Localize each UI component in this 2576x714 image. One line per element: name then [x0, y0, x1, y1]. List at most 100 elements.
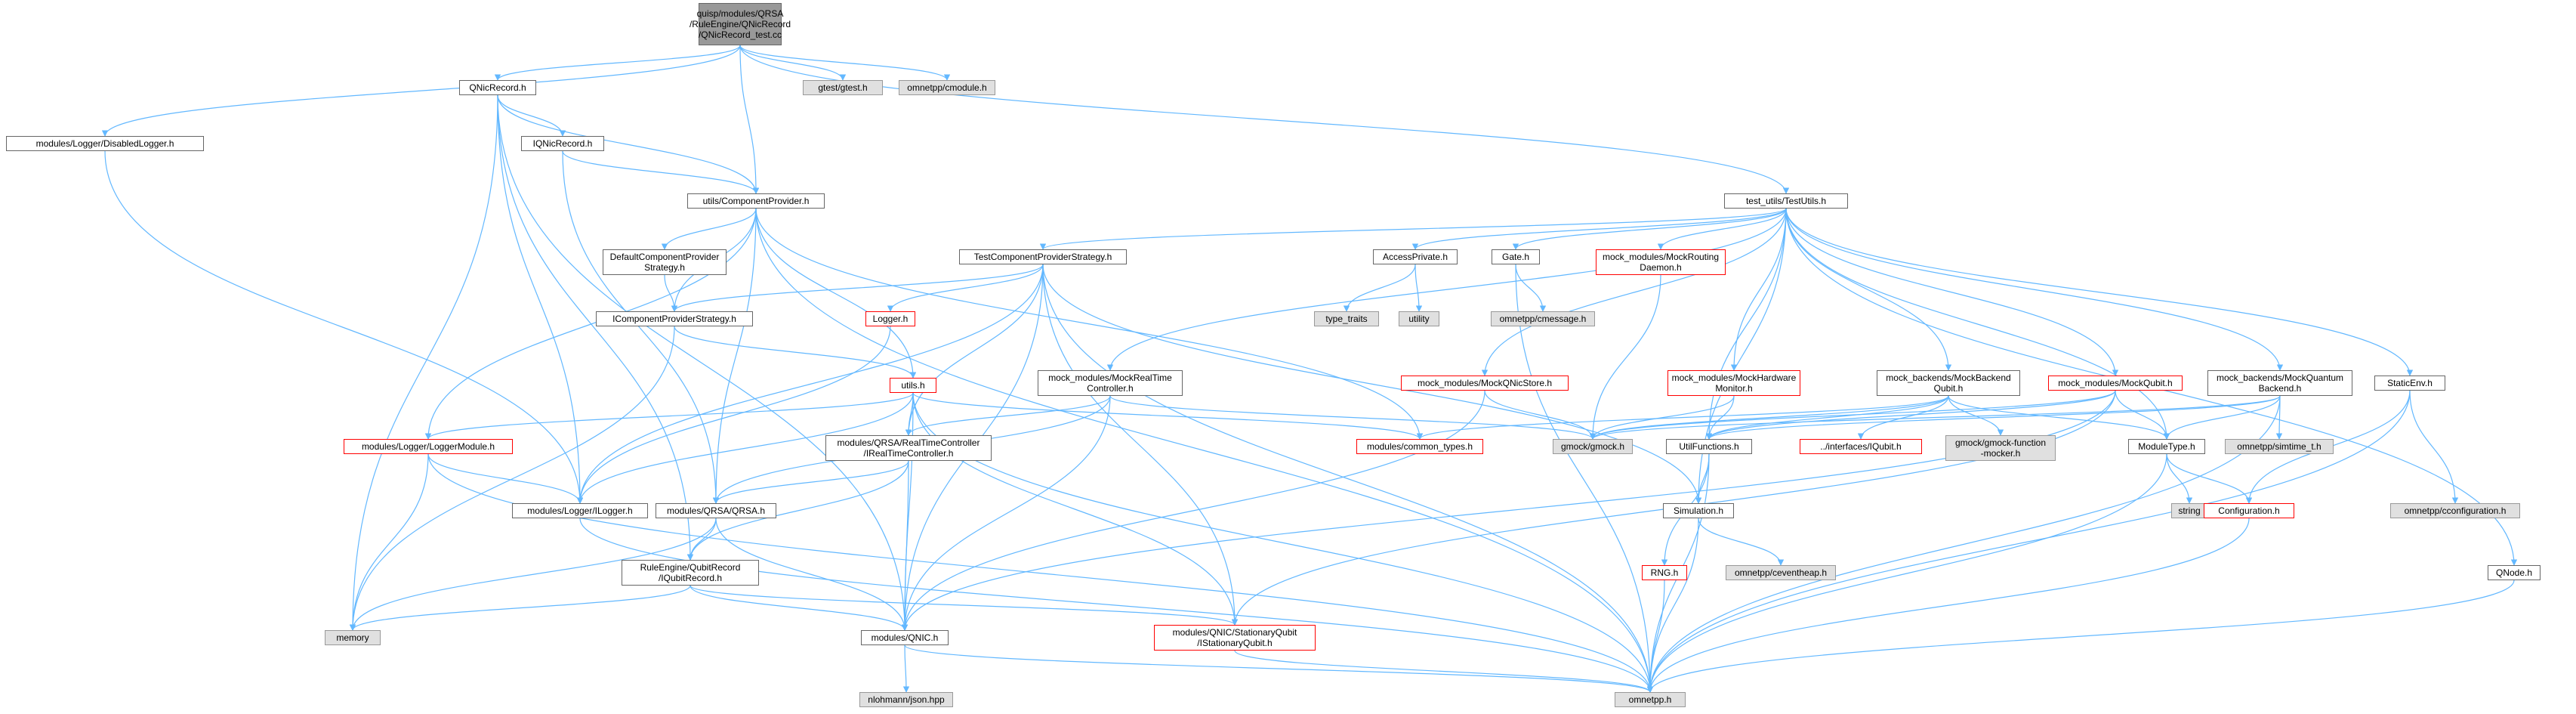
node-memory[interactable]: memory: [325, 630, 381, 645]
node-testutils[interactable]: test_utils/TestUtils.h: [1724, 193, 1848, 209]
node-qnicrecord[interactable]: QNicRecord.h: [459, 80, 536, 95]
node-mockqubit[interactable]: mock_modules/MockQubit.h: [2048, 376, 2183, 391]
node-configuration[interactable]: Configuration.h: [2204, 503, 2294, 518]
edge-irealtime-to-iqubitrecord: [686, 460, 909, 561]
edge-simulation-to-ceventheap: [1698, 518, 1785, 566]
node-irealtime[interactable]: modules/QRSA/RealTimeController /IRealTi…: [825, 435, 992, 461]
node-icpstrategy[interactable]: IComponentProviderStrategy.h: [596, 311, 753, 326]
edge-icpstrategy-to-memory: [349, 326, 675, 631]
edge-qnicrecord-to-qnic: [497, 94, 909, 631]
node-mockqnicstore[interactable]: mock_modules/MockQNicStore.h: [1401, 376, 1569, 391]
node-utility[interactable]: utility: [1399, 311, 1439, 326]
node-typetraits[interactable]: type_traits: [1314, 311, 1379, 326]
edge-loggermodule-to-omnetpp: [427, 453, 1654, 693]
node-componentprovider[interactable]: utils/ComponentProvider.h: [687, 193, 825, 209]
edge-testutils-to-staticenv: [1785, 208, 2414, 376]
node-loggermodule[interactable]: modules/Logger/LoggerModule.h: [344, 439, 513, 454]
node-ilogger[interactable]: modules/Logger/ILogger.h: [512, 503, 648, 518]
node-loggerh[interactable]: Logger.h: [865, 311, 915, 326]
node-label: Logger.h: [872, 314, 909, 324]
node-cmodule[interactable]: omnetpp/cmodule.h: [899, 80, 995, 95]
node-mockrealtime[interactable]: mock_modules/MockRealTime Controller.h: [1038, 370, 1183, 396]
node-utilsh[interactable]: utils.h: [890, 378, 936, 393]
edge-qnicrecord-to-ilogger: [497, 94, 584, 504]
node-simtime[interactable]: omnetpp/simtime_t.h: [2225, 439, 2334, 454]
edge-testcpstrategy-to-istationary: [1042, 264, 1239, 626]
edge-mockhardware-to-utilfunctions: [1705, 395, 1735, 440]
edge-utilsh-to-istationary: [912, 392, 1239, 626]
node-moduletype[interactable]: ModuleType.h: [2128, 439, 2205, 454]
edge-loggerh-to-ilogger: [576, 326, 891, 504]
node-rng[interactable]: RNG.h: [1642, 565, 1687, 580]
node-nlohmann[interactable]: nlohmann/json.hpp: [859, 692, 953, 707]
node-label: test_utils/TestUtils.h: [1745, 196, 1827, 206]
node-label: utils.h: [901, 380, 925, 391]
node-mockbackendqubit[interactable]: mock_backends/MockBackend Qubit.h: [1877, 370, 2020, 396]
node-cmessage[interactable]: omnetpp/cmessage.h: [1491, 311, 1595, 326]
node-commontypes[interactable]: modules/common_types.h: [1356, 439, 1483, 454]
node-iqubitrecord[interactable]: RuleEngine/QubitRecord /IQubitRecord.h: [622, 560, 759, 586]
node-staticenv[interactable]: StaticEnv.h: [2374, 376, 2445, 391]
edge-moduletype-to-string: [2166, 453, 2193, 504]
node-qnodeh[interactable]: QNode.h: [2488, 565, 2541, 580]
edge-testutils-to-mockqubit: [1785, 208, 2119, 376]
node-qrsa[interactable]: modules/QRSA/QRSA.h: [656, 503, 776, 518]
edge-testutils-to-accessprivate: [1411, 208, 1787, 250]
edge-loggermodule-to-memory: [349, 453, 429, 631]
node-defaultstrategy[interactable]: DefaultComponentProvider Strategy.h: [603, 249, 727, 275]
node-label: ModuleType.h: [2138, 441, 2195, 452]
node-label: string: [2178, 505, 2201, 516]
edge-mockrealtime-to-gmock: [1109, 395, 1597, 440]
node-disabledlogger[interactable]: modules/Logger/DisabledLogger.h: [6, 136, 204, 151]
edge-qrsa-to-iqubitrecord: [686, 518, 717, 561]
edge-icpstrategy-to-utilsh: [674, 326, 917, 379]
node-ceventheap[interactable]: omnetpp/ceventheap.h: [1726, 565, 1836, 580]
edge-mockrealtime-to-qnic: [901, 395, 1111, 631]
node-gate[interactable]: Gate.h: [1492, 249, 1540, 264]
node-gmockfunction[interactable]: gmock/gmock-function -mocker.h: [1945, 435, 2056, 461]
node-qnic[interactable]: modules/QNIC.h: [861, 630, 949, 645]
node-accessprivate[interactable]: AccessPrivate.h: [1373, 249, 1458, 264]
edge-mockbackendqubit-to-moduletype: [1948, 395, 2170, 440]
node-iqnicrecord[interactable]: IQNicRecord.h: [521, 136, 604, 151]
edge-mockqubit-to-moduletype: [2115, 390, 2170, 440]
node-string[interactable]: string: [2171, 503, 2207, 518]
node-label: IComponentProviderStrategy.h: [612, 314, 736, 324]
node-cconfiguration[interactable]: omnetpp/cconfiguration.h: [2390, 503, 2520, 518]
node-mockhardware[interactable]: mock_modules/MockHardware Monitor.h: [1667, 370, 1800, 396]
edge-componentprovider-to-omnetpp: [755, 208, 1654, 693]
node-label: RNG.h: [1650, 567, 1679, 578]
node-testcpstrategy[interactable]: TestComponentProviderStrategy.h: [959, 249, 1127, 264]
node-label: mock_backends/MockQuantum Backend.h: [2216, 372, 2344, 394]
edge-root-to-qnicrecord: [494, 45, 741, 81]
edge-configuration-to-omnetpp: [1646, 518, 2250, 693]
node-label: modules/Logger/ILogger.h: [527, 505, 633, 516]
edge-testutils-to-mockhardware: [1730, 208, 1787, 371]
node-utilfunctions[interactable]: UtilFunctions.h: [1666, 439, 1752, 454]
node-label: omnetpp/cmessage.h: [1499, 314, 1587, 324]
edge-qnodeh-to-omnetpp: [1646, 580, 2515, 693]
node-omnetpp[interactable]: omnetpp.h: [1615, 692, 1686, 707]
node-simulation[interactable]: Simulation.h: [1663, 503, 1734, 518]
node-label: mock_modules/MockRouting Daemon.h: [1602, 252, 1720, 273]
edge-testcpstrategy-to-omnetpp: [1042, 264, 1654, 693]
node-mockrouting[interactable]: mock_modules/MockRouting Daemon.h: [1596, 249, 1726, 275]
node-label: mock_modules/MockQNicStore.h: [1417, 378, 1553, 388]
node-root[interactable]: quisp/modules/QRSA /RuleEngine/QNicRecor…: [690, 3, 791, 45]
edge-utilsh-to-ilogger: [576, 392, 914, 504]
node-iqubit[interactable]: ../interfaces/IQubit.h: [1800, 439, 1922, 454]
edge-accessprivate-to-typetraits: [1343, 264, 1416, 312]
edge-mockbackendqubit-to-gmock: [1589, 395, 1949, 440]
node-gmock[interactable]: gmock/gmock.h: [1553, 439, 1633, 454]
edge-testutils-to-mockqnicstore: [1481, 208, 1787, 376]
node-mockquantum[interactable]: mock_backends/MockQuantum Backend.h: [2207, 370, 2352, 396]
edge-testutils-to-utilfunctions: [1705, 208, 1787, 440]
edge-componentprovider-to-loggermodule: [424, 208, 757, 440]
edge-moduletype-to-configuration: [2166, 453, 2253, 504]
edge-mockqnicstore-to-gmock: [1484, 390, 1597, 440]
node-gtest[interactable]: gtest/gtest.h: [803, 80, 883, 95]
node-istationary[interactable]: modules/QNIC/StationaryQubit /IStationar…: [1154, 625, 1316, 651]
edge-testcpstrategy-to-simulation: [1042, 264, 1702, 504]
edge-testutils-to-gate: [1512, 208, 1787, 250]
